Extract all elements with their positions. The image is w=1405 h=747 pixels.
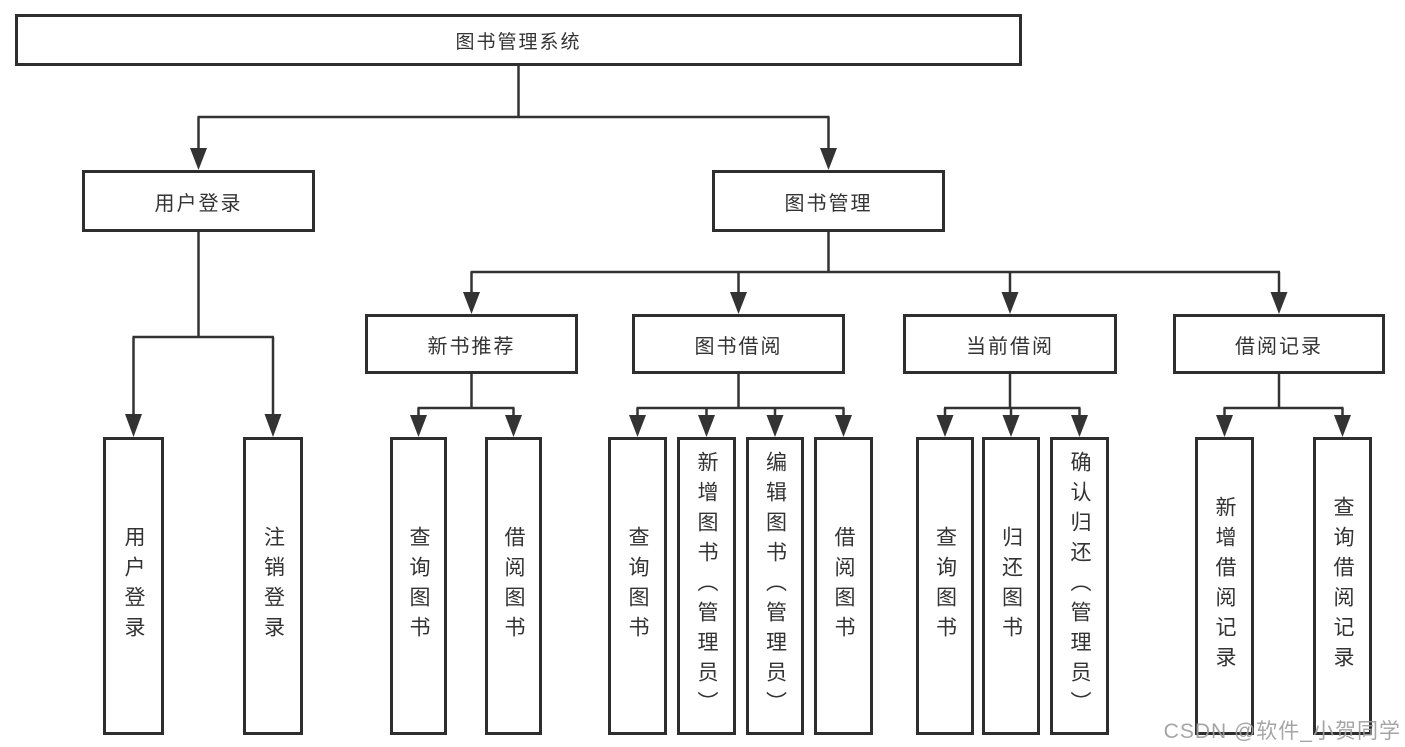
connector-borrow-children	[629, 374, 852, 437]
leaf-logout: 注销登录	[243, 437, 303, 735]
leaf-query-borrow-record-label: 查询借阅记录	[1331, 496, 1354, 676]
leaf-borrow-books-2-label: 借阅图书	[832, 526, 855, 646]
node-current-borrow: 当前借阅	[903, 314, 1117, 374]
leaf-add-borrow-record-label: 新增借阅记录	[1213, 496, 1236, 676]
connector-user-login-children	[125, 232, 282, 437]
leaf-confirm-return-admin: 确认归还（管理员）	[1050, 437, 1109, 735]
connector-root-to-level1	[190, 66, 837, 170]
connector-new-books-children	[410, 374, 522, 437]
leaf-query-books-3-label: 查询图书	[933, 526, 957, 646]
leaf-add-book-admin: 新增图书（管理员）	[677, 437, 736, 735]
leaf-logout-label: 注销登录	[261, 526, 285, 646]
node-book-borrow-label: 图书借阅	[694, 335, 783, 358]
node-new-book-recommend: 新书推荐	[365, 314, 578, 374]
leaf-query-books-1-label: 查询图书	[407, 526, 430, 646]
leaf-query-books-3: 查询图书	[916, 437, 974, 735]
connector-book-mgmt-children	[463, 232, 1288, 314]
leaf-return-book: 归还图书	[982, 437, 1040, 735]
leaf-query-borrow-record: 查询借阅记录	[1313, 437, 1372, 735]
leaf-query-books-2: 查询图书	[608, 437, 667, 735]
csdn-watermark: CSDN @软件_小贺同学	[1163, 720, 1401, 743]
node-root: 图书管理系统	[15, 14, 1022, 66]
leaf-user-login-label: 用户登录	[122, 526, 145, 646]
node-current-borrow-label: 当前借阅	[966, 335, 1054, 358]
leaf-add-book-admin-label: 新增图书（管理员）	[695, 451, 718, 721]
leaf-return-book-label: 归还图书	[999, 526, 1023, 646]
leaf-query-books-1: 查询图书	[390, 437, 447, 735]
connector-current-children	[936, 374, 1088, 437]
node-book-management: 图书管理	[712, 170, 945, 232]
leaf-query-books-2-label: 查询图书	[626, 526, 649, 646]
leaf-add-borrow-record: 新增借阅记录	[1195, 437, 1254, 735]
leaf-confirm-return-admin-label: 确认归还（管理员）	[1068, 451, 1091, 721]
leaf-borrow-books-1: 借阅图书	[485, 437, 542, 735]
leaf-borrow-books-2: 借阅图书	[814, 437, 873, 735]
node-user-login-label: 用户登录	[154, 192, 243, 215]
leaf-borrow-books-1-label: 借阅图书	[502, 526, 525, 646]
node-book-management-label: 图书管理	[784, 192, 873, 215]
leaf-edit-book-admin-label: 编辑图书（管理员）	[763, 451, 787, 721]
leaf-edit-book-admin: 编辑图书（管理员）	[746, 437, 804, 735]
node-borrow-records: 借阅记录	[1173, 314, 1385, 374]
node-book-borrow: 图书借阅	[632, 314, 845, 374]
node-user-login: 用户登录	[82, 170, 315, 232]
node-root-label: 图书管理系统	[455, 31, 582, 53]
node-new-book-recommend-label: 新书推荐	[427, 335, 516, 358]
node-borrow-records-label: 借阅记录	[1235, 335, 1323, 358]
connector-records-children	[1216, 374, 1351, 437]
leaf-user-login: 用户登录	[103, 437, 164, 735]
